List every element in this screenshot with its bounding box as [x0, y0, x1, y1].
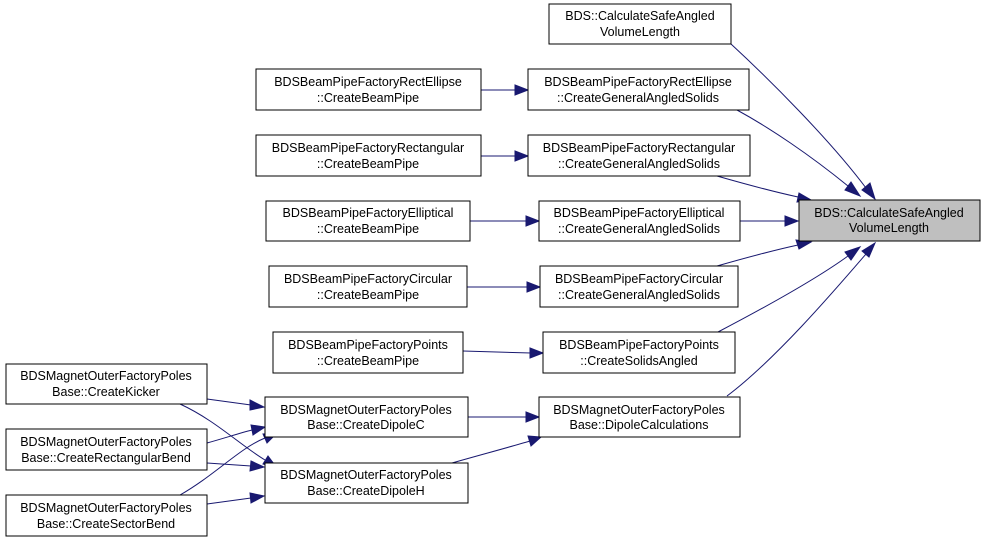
- edge-gen-rect-to-focus: [716, 175, 813, 203]
- node-points-solids-angled[interactable]: BDSBeamPipeFactoryPoints ::CreateSolidsA…: [542, 331, 736, 374]
- node-gen-elliptical[interactable]: BDSBeamPipeFactoryElliptical ::CreateGen…: [538, 200, 741, 242]
- node-label-line1: BDSMagnetOuterFactoryPoles: [20, 369, 192, 383]
- edge-dipole-calc-to-focus: [726, 241, 877, 397]
- edge-kicker-to-dipole-c: [206, 398, 266, 411]
- edge-gen-re-to-focus: [736, 109, 862, 198]
- node-label-line2: Base::CreateRectangularBend: [21, 451, 191, 465]
- edge-bp-pts-to-pts-solids: [462, 347, 545, 359]
- node-label-line1: BDSMagnetOuterFactoryPoles: [20, 501, 192, 515]
- node-label-line2: Base::CreateKicker: [52, 385, 160, 399]
- node-bp-rectangular[interactable]: BDSBeamPipeFactoryRectangular ::CreateBe…: [255, 134, 482, 177]
- node-create-dipole-c[interactable]: BDSMagnetOuterFactoryPoles Base::CreateD…: [264, 396, 469, 438]
- edge-rect-bend-to-dipole-h: [206, 460, 266, 472]
- node-gen-circular[interactable]: BDSBeamPipeFactoryCircular ::CreateGener…: [539, 265, 739, 308]
- node-bp-elliptical[interactable]: BDSBeamPipeFactoryElliptical ::CreateBea…: [265, 200, 471, 242]
- node-label-line2: Base::CreateDipoleC: [307, 418, 424, 432]
- node-create-rectangular-bend[interactable]: BDSMagnetOuterFactoryPoles Base::CreateR…: [5, 428, 208, 471]
- edge-dipole-c-to-dipole-calc: [468, 411, 541, 423]
- node-label-line2: ::CreateBeamPipe: [317, 288, 419, 302]
- node-label-line1: BDSBeamPipeFactoryRectangular: [543, 141, 735, 155]
- node-dipole-calculations[interactable]: BDSMagnetOuterFactoryPoles Base::DipoleC…: [538, 396, 741, 438]
- node-label-line1: BDSMagnetOuterFactoryPoles: [553, 403, 725, 417]
- node-focus-safe-angled[interactable]: BDS::CalculateSafeAngled VolumeLength: [798, 199, 981, 242]
- node-label-line1: BDSBeamPipeFactoryPoints: [559, 338, 719, 352]
- node-label-line1: BDSBeamPipeFactoryRectEllipse: [544, 75, 732, 89]
- edge-gen-circ-to-focus: [716, 239, 813, 267]
- edge-pts-solids-to-focus: [717, 246, 862, 333]
- edges: [179, 43, 877, 505]
- node-label-line2: ::CreateGeneralAngledSolids: [558, 288, 720, 302]
- node-create-kicker[interactable]: BDSMagnetOuterFactoryPoles Base::CreateK…: [5, 363, 208, 405]
- node-bp-rectellipse[interactable]: BDSBeamPipeFactoryRectEllipse ::CreateBe…: [255, 68, 482, 111]
- node-label-line1: BDSBeamPipeFactoryCircular: [284, 272, 452, 286]
- edge-sector-bend-to-dipole-h: [206, 492, 266, 505]
- node-bp-circular[interactable]: BDSBeamPipeFactoryCircular ::CreateBeamP…: [268, 265, 468, 308]
- node-label-line2: ::CreateBeamPipe: [317, 222, 419, 236]
- node-label-line1: BDSMagnetOuterFactoryPoles: [280, 468, 452, 482]
- node-label-line1: BDS::CalculateSafeAngled: [565, 9, 714, 23]
- node-safe-angled-top[interactable]: BDS::CalculateSafeAngled VolumeLength: [548, 3, 732, 45]
- node-label-line2: ::CreateBeamPipe: [317, 157, 419, 171]
- edge-bp-re-to-gen-re: [481, 84, 530, 96]
- node-label-line2: Base::DipoleCalculations: [570, 418, 709, 432]
- node-label-line2: ::CreateGeneralAngledSolids: [558, 222, 720, 236]
- node-label-line1: BDS::CalculateSafeAngled: [814, 206, 963, 220]
- edge-rect-bend-to-dipole-c: [206, 424, 267, 444]
- node-label-line2: Base::CreateSectorBend: [37, 517, 175, 531]
- node-label-line2: Base::CreateDipoleH: [307, 484, 424, 498]
- node-gen-rectangular[interactable]: BDSBeamPipeFactoryRectangular ::CreateGe…: [527, 134, 751, 177]
- node-label-line1: BDSBeamPipeFactoryRectangular: [272, 141, 464, 155]
- node-label-line2: ::CreateGeneralAngledSolids: [558, 157, 720, 171]
- node-label-line2: ::CreateSolidsAngled: [580, 354, 697, 368]
- node-label-line2: VolumeLength: [600, 25, 680, 39]
- edge-dipole-h-to-dipole-calc: [451, 435, 543, 464]
- node-label-line1: BDSBeamPipeFactoryPoints: [288, 338, 448, 352]
- node-label-line1: BDSMagnetOuterFactoryPoles: [280, 403, 452, 417]
- node-label-line1: BDSBeamPipeFactoryElliptical: [283, 206, 454, 220]
- node-label-line1: BDSBeamPipeFactoryCircular: [555, 272, 723, 286]
- node-create-dipole-h[interactable]: BDSMagnetOuterFactoryPoles Base::CreateD…: [264, 462, 469, 504]
- node-label-line1: BDSMagnetOuterFactoryPoles: [20, 435, 192, 449]
- node-create-sector-bend[interactable]: BDSMagnetOuterFactoryPoles Base::CreateS…: [5, 494, 208, 537]
- edge-bp-circ-to-gen-circ: [467, 281, 542, 293]
- node-gen-rectellipse[interactable]: BDSBeamPipeFactoryRectEllipse ::CreateGe…: [527, 68, 750, 111]
- edge-bp-rect-to-gen-rect: [481, 150, 530, 162]
- node-label-line2: VolumeLength: [849, 221, 929, 235]
- node-bp-points[interactable]: BDSBeamPipeFactoryPoints ::CreateBeamPip…: [272, 331, 464, 374]
- node-label-line1: BDSBeamPipeFactoryElliptical: [554, 206, 725, 220]
- edge-gen-ell-to-focus: [740, 215, 800, 227]
- edge-safe-top-to-focus: [730, 43, 876, 201]
- node-label-line2: ::CreateBeamPipe: [317, 91, 419, 105]
- node-label-line2: ::CreateGeneralAngledSolids: [557, 91, 719, 105]
- node-label-line1: BDSBeamPipeFactoryRectEllipse: [274, 75, 462, 89]
- edge-bp-ell-to-gen-ell: [470, 215, 541, 227]
- node-label-line2: ::CreateBeamPipe: [317, 354, 419, 368]
- nodes: BDS::CalculateSafeAngled VolumeLength BD…: [5, 3, 981, 537]
